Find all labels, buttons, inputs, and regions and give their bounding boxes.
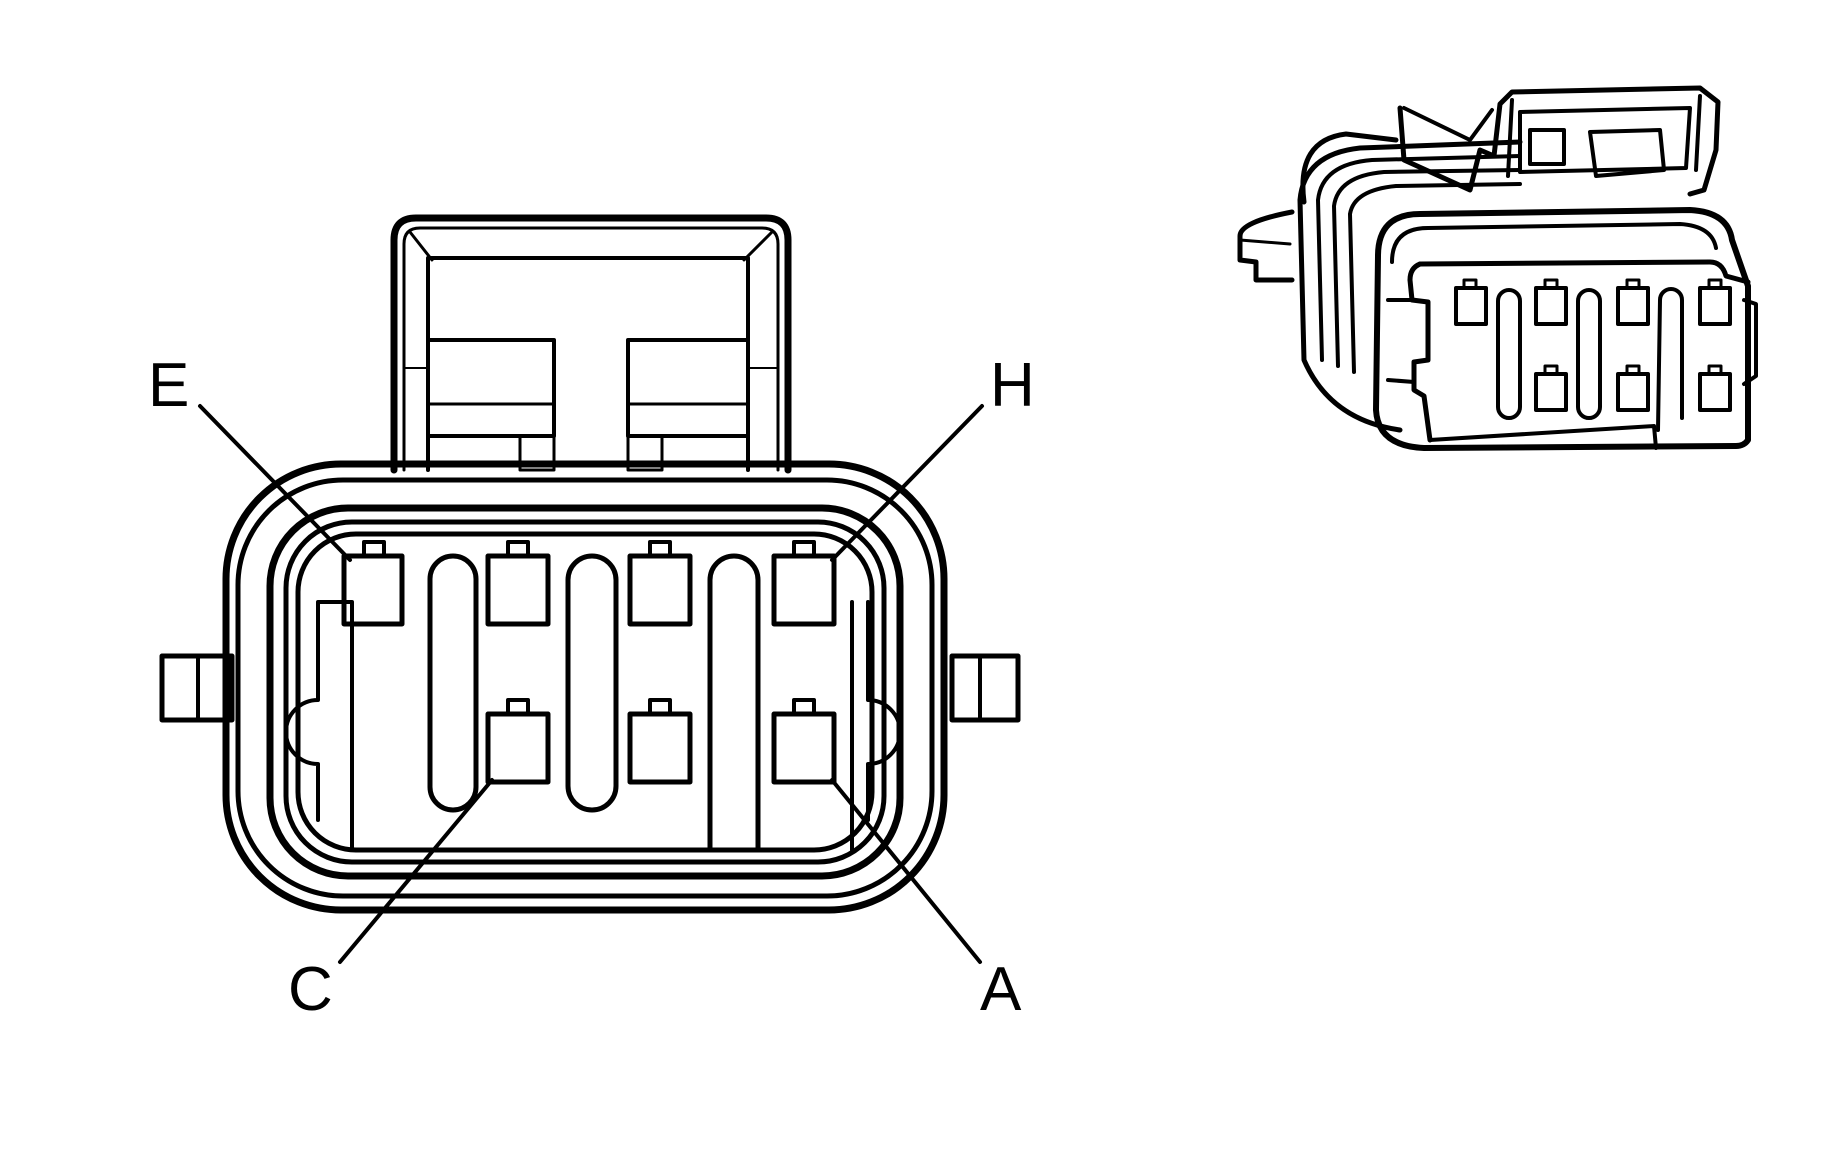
pin-label-h: H (990, 351, 1035, 420)
leader-line-c (338, 778, 494, 964)
pin-label-a: A (980, 955, 1022, 1024)
connector-face-view: E H C A (148, 214, 1035, 1024)
leader-line-a (830, 778, 982, 964)
pin-label-e: E (148, 351, 189, 420)
terminal-cavities-top-row (341, 540, 837, 627)
side-ears (159, 653, 1021, 723)
terminal-cavity-c (485, 698, 551, 785)
separator-ribs (427, 553, 761, 853)
leader-lines (198, 404, 984, 964)
terminal-cavities-bottom-row (485, 698, 837, 785)
terminal-cavity (485, 540, 551, 627)
pin-label-c: C (288, 955, 333, 1024)
leader-line-e (198, 404, 352, 562)
leader-line-h (830, 404, 984, 562)
connector-isometric-view (1237, 85, 1758, 451)
terminal-cavity-a (771, 698, 837, 785)
connector-housing (222, 460, 948, 914)
iso-cavities (1454, 278, 1732, 412)
terminal-cavity-h (771, 540, 837, 627)
side-keys (284, 600, 902, 852)
terminal-cavity (627, 540, 693, 627)
locking-tab (390, 214, 792, 474)
terminal-cavity (627, 698, 693, 785)
terminal-cavity-e (341, 540, 405, 627)
